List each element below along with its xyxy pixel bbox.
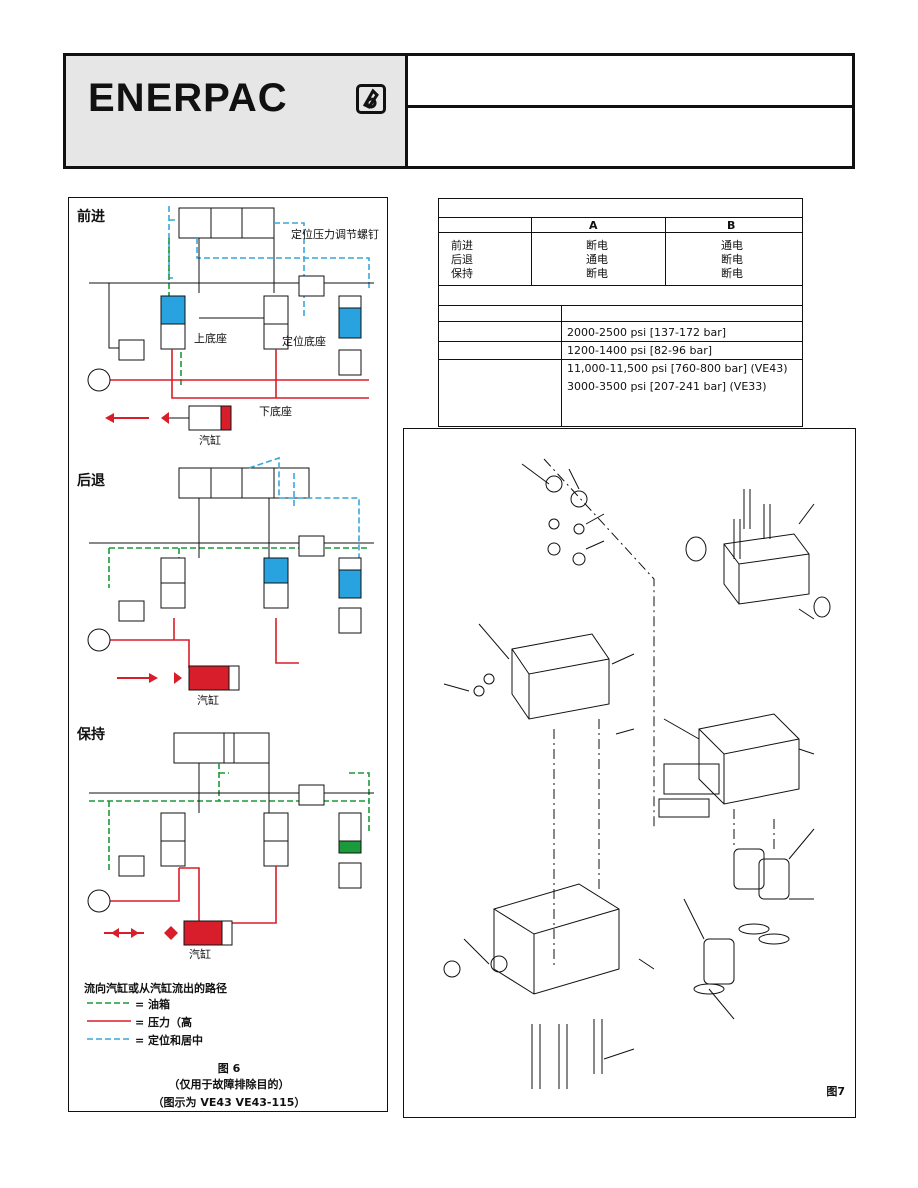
legend-pilot-label: = 定位和居中 xyxy=(135,1034,204,1047)
label-cylinder-hold: 汽缸 xyxy=(189,948,211,961)
schematic-advance xyxy=(87,206,374,431)
figure6-subcaption: （仅用于故障排除目的） xyxy=(168,1078,290,1091)
document-header: ENERPAC xyxy=(63,53,855,169)
figure-7-exploded-view: 图7 xyxy=(403,428,856,1118)
hold-a: 断电 xyxy=(586,267,608,280)
schematic-retract xyxy=(87,456,374,691)
figure6-caption: 图 6 xyxy=(217,1062,241,1075)
mode-advance: 前进 xyxy=(451,239,473,252)
exploded-parts-drawing xyxy=(443,458,831,1089)
label-upper-seat: 上底座 xyxy=(194,332,227,345)
enerpac-logo: ENERPAC xyxy=(88,76,288,120)
header-divider xyxy=(408,105,855,108)
logo-cell: ENERPAC xyxy=(66,56,408,166)
pressure-row-3: 11,000-11,500 psi [760-800 bar] (VE43) xyxy=(567,362,788,375)
mode-title-advance: 前进 xyxy=(77,209,105,225)
retract-a: 通电 xyxy=(586,253,608,266)
label-lower-seat: 下底座 xyxy=(259,405,292,418)
mode-title-hold: 保持 xyxy=(77,727,105,743)
advance-a: 断电 xyxy=(586,239,608,252)
legend-title: 流向汽缸或从汽缸流出的路径 xyxy=(84,982,227,995)
legend-pressure-label: = 压力（高 xyxy=(135,1016,193,1029)
schematic-hold xyxy=(87,732,374,946)
label-adjust-screw: 定位压力调节螺钉 xyxy=(291,228,379,241)
legend-tank-label: = 油箱 xyxy=(135,998,171,1011)
mode-title-retract: 后退 xyxy=(77,473,105,489)
retract-b: 断电 xyxy=(721,253,743,266)
pressure-row-2: 1200-1400 psi [82-96 bar] xyxy=(567,344,713,357)
label-cylinder-retract: 汽缸 xyxy=(197,694,219,707)
col-header-b: B xyxy=(727,219,736,232)
pressure-row-1: 2000-2500 psi [137-172 bar] xyxy=(567,326,727,339)
enerpac-logo-mark-icon xyxy=(356,84,386,114)
figure6-model-note: （图示为 VE43 VE43-115） xyxy=(152,1096,306,1109)
mode-retract: 后退 xyxy=(451,253,473,266)
advance-b: 通电 xyxy=(721,239,743,252)
pressure-row-4: 3000-3500 psi [207-241 bar] (VE33) xyxy=(567,380,767,393)
figure7-caption: 图7 xyxy=(826,1085,845,1098)
label-cylinder-advance: 汽缸 xyxy=(199,434,221,447)
label-locating-seat: 定位底座 xyxy=(282,335,326,348)
figure-6-hydraulic-schematic: 前进 定位压力调节螺钉 上底座 定位底座 下底座 汽缸 后退 汽缸 保持 汽缸 … xyxy=(68,197,388,1112)
mode-hold: 保持 xyxy=(451,267,473,280)
spec-table: A B 前进 断电 通电 后退 通电 断电 保持 断电 断电 2000-2500… xyxy=(438,198,803,427)
hold-b: 断电 xyxy=(721,267,743,280)
col-header-a: A xyxy=(589,219,598,232)
schematic-drawing xyxy=(87,206,374,1040)
